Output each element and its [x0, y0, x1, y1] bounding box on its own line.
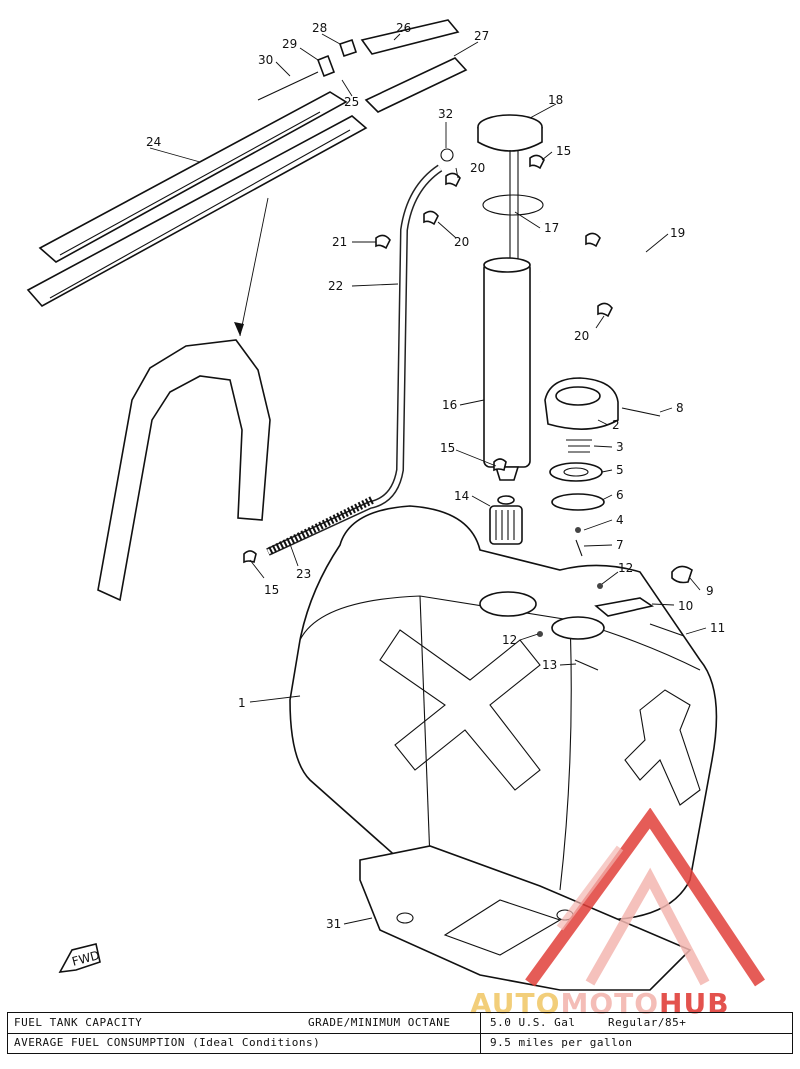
hose-clamps	[243, 148, 613, 564]
callout-11: 11	[710, 621, 725, 635]
spec-row-consumption: AVERAGE FUEL CONSUMPTION (Ideal Conditio…	[8, 1033, 792, 1053]
callout-15-left: 15	[264, 583, 279, 597]
callout-12-upper: 12	[618, 561, 633, 575]
automotohub-watermark: AUTOMOTOHUB	[470, 808, 765, 1020]
callout-15-gauge: 15	[440, 441, 455, 455]
callout-23: 23	[296, 567, 311, 581]
fuel-tank-capacity-value: 5.0 U.S. Gal	[490, 1016, 576, 1029]
fuel-gauge-assembly	[477, 114, 544, 481]
grade-octane-value: Regular/85+	[608, 1016, 687, 1029]
callout-17: 17	[544, 221, 559, 235]
fuel-tank	[289, 505, 718, 921]
callout-5: 5	[616, 463, 624, 477]
callout-28: 28	[312, 21, 327, 35]
fuel-spec-table: FUEL TANK CAPACITY GRADE/MINIMUM OCTANE …	[7, 1012, 793, 1054]
callout-25: 25	[344, 95, 359, 109]
watermark-hub: HUB	[659, 987, 730, 1020]
leader-lines	[149, 33, 707, 925]
callout-20-mid: 20	[454, 235, 469, 249]
fuel-cock-assembly	[544, 377, 661, 557]
callout-9: 9	[706, 584, 714, 598]
callout-16: 16	[442, 398, 457, 412]
callout-20-right: 20	[574, 329, 589, 343]
callout-2: 2	[612, 418, 620, 432]
watermark-auto: AUTO	[470, 987, 560, 1020]
callout-14: 14	[454, 489, 469, 503]
callout-8: 8	[676, 401, 684, 415]
callout-1: 1	[238, 696, 246, 710]
fuel-tank-capacity-label: FUEL TANK CAPACITY	[14, 1016, 143, 1029]
fuel-consumption-label: AVERAGE FUEL CONSUMPTION (Ideal Conditio…	[14, 1036, 321, 1049]
callout-31: 31	[326, 917, 341, 931]
side-bracket	[97, 339, 271, 602]
fuel-consumption-value: 9.5 miles per gallon	[490, 1036, 633, 1049]
grade-octane-label: GRADE/MINIMUM OCTANE	[308, 1016, 451, 1029]
callout-26: 26	[396, 21, 411, 35]
callout-27: 27	[474, 29, 489, 43]
callout-10: 10	[678, 599, 693, 613]
callout-22: 22	[328, 279, 343, 293]
svg-text:AUTOMOTOHUB: AUTOMOTOHUB	[470, 987, 730, 1020]
callout-labels: 1 2 3 4 5 6 7 8 9 10 11 12 12 13 14 15 1…	[146, 21, 725, 931]
callout-13: 13	[542, 658, 557, 672]
callout-29: 29	[282, 37, 297, 51]
spec-row-capacity: FUEL TANK CAPACITY GRADE/MINIMUM OCTANE …	[8, 1013, 792, 1034]
strap-assembly	[26, 19, 468, 308]
fwd-arrow: FWD	[58, 943, 101, 973]
callout-7: 7	[616, 538, 624, 552]
callout-4: 4	[616, 513, 624, 527]
callout-20-top: 20	[470, 161, 485, 175]
callout-19: 19	[670, 226, 685, 240]
callout-15-top: 15	[556, 144, 571, 158]
callout-12-lower: 12	[502, 633, 517, 647]
callout-6: 6	[616, 488, 624, 502]
callout-32: 32	[438, 107, 453, 121]
callout-30: 30	[258, 53, 273, 67]
callout-24: 24	[146, 135, 161, 149]
callout-3: 3	[616, 440, 624, 454]
callout-21: 21	[332, 235, 347, 249]
callout-18: 18	[548, 93, 563, 107]
fuel-filter	[489, 495, 523, 545]
watermark-moto: MOTO	[560, 987, 659, 1020]
